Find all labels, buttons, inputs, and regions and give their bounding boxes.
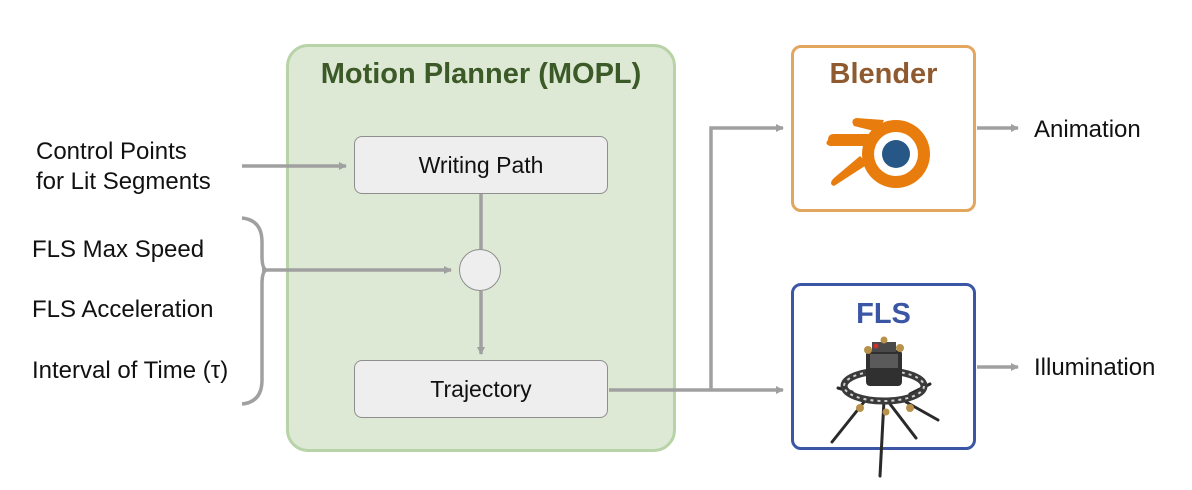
- control-points-label: Control Points: [36, 138, 187, 165]
- parameters-bracket: [241, 216, 270, 406]
- acceleration-label: FLS Acceleration: [32, 296, 214, 323]
- blender-logo-icon: [826, 118, 930, 188]
- lit-segments-label: for Lit Segments: [36, 168, 211, 195]
- max-speed-label: FLS Max Speed: [32, 236, 205, 263]
- fls-title: FLS: [856, 298, 911, 330]
- blender-title: Blender: [829, 58, 938, 90]
- writing-path-box: Writing Path: [354, 136, 608, 194]
- illumination-label: Illumination: [1034, 354, 1156, 381]
- trajectory-box: Trajectory: [354, 360, 608, 418]
- motion-planner-title: Motion Planner (MOPL): [320, 58, 642, 90]
- blender-box: Blender: [791, 45, 976, 212]
- interval-label: Interval of Time (τ): [32, 357, 229, 384]
- junction-circle: [459, 249, 501, 291]
- fls-drone-icon: [830, 336, 940, 478]
- arrow-trajectory-to-blender: [709, 124, 784, 390]
- animation-label: Animation: [1034, 116, 1141, 143]
